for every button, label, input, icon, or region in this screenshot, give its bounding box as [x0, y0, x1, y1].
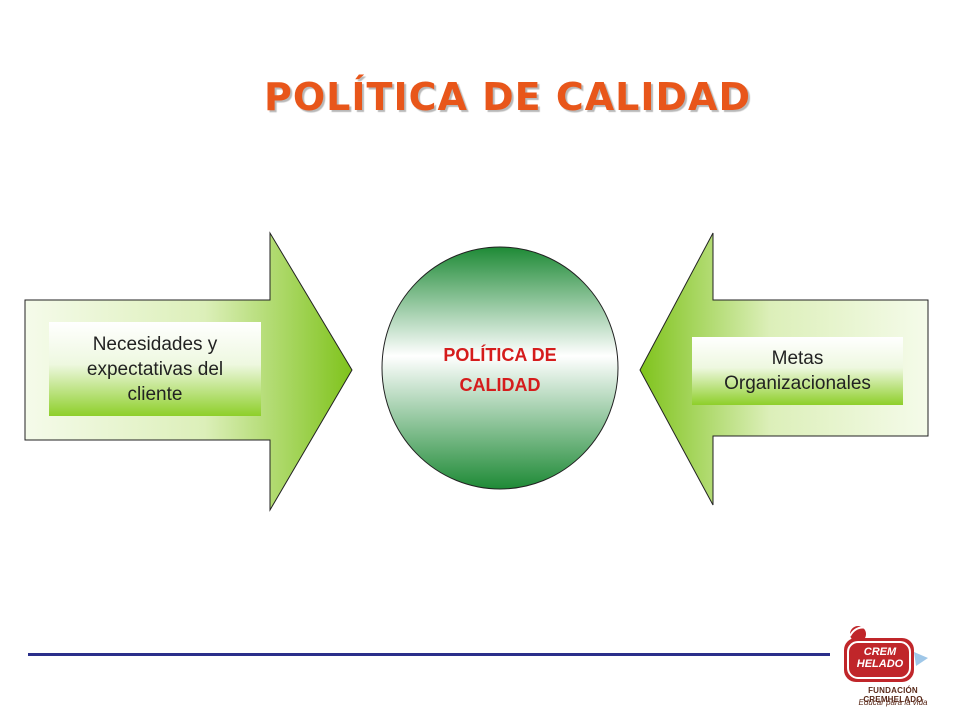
right-arrow-label: Metas Organizacionales [724, 348, 871, 394]
logo-text: CREM HELADO [856, 646, 904, 670]
footer-divider [28, 653, 830, 656]
logo-badge [844, 638, 914, 682]
logo-name: FUNDACIÓN CREMHELADO [863, 686, 923, 704]
left-arrow-label: Necesidades y expectativas del cliente [86, 333, 224, 405]
slide-title: POLÍTICA DE CALIDAD [264, 75, 751, 119]
left-arrow-label-box: Necesidades y expectativas del cliente [49, 322, 261, 416]
center-circle-label: POLÍTICA DE CALIDAD [443, 345, 557, 395]
center-circle [381, 246, 619, 490]
right-arrow-label-box: Metas Organizacionales [692, 337, 903, 405]
cremhelado-logo [844, 626, 928, 682]
logo-tagline: Educar para la vida [858, 698, 928, 707]
